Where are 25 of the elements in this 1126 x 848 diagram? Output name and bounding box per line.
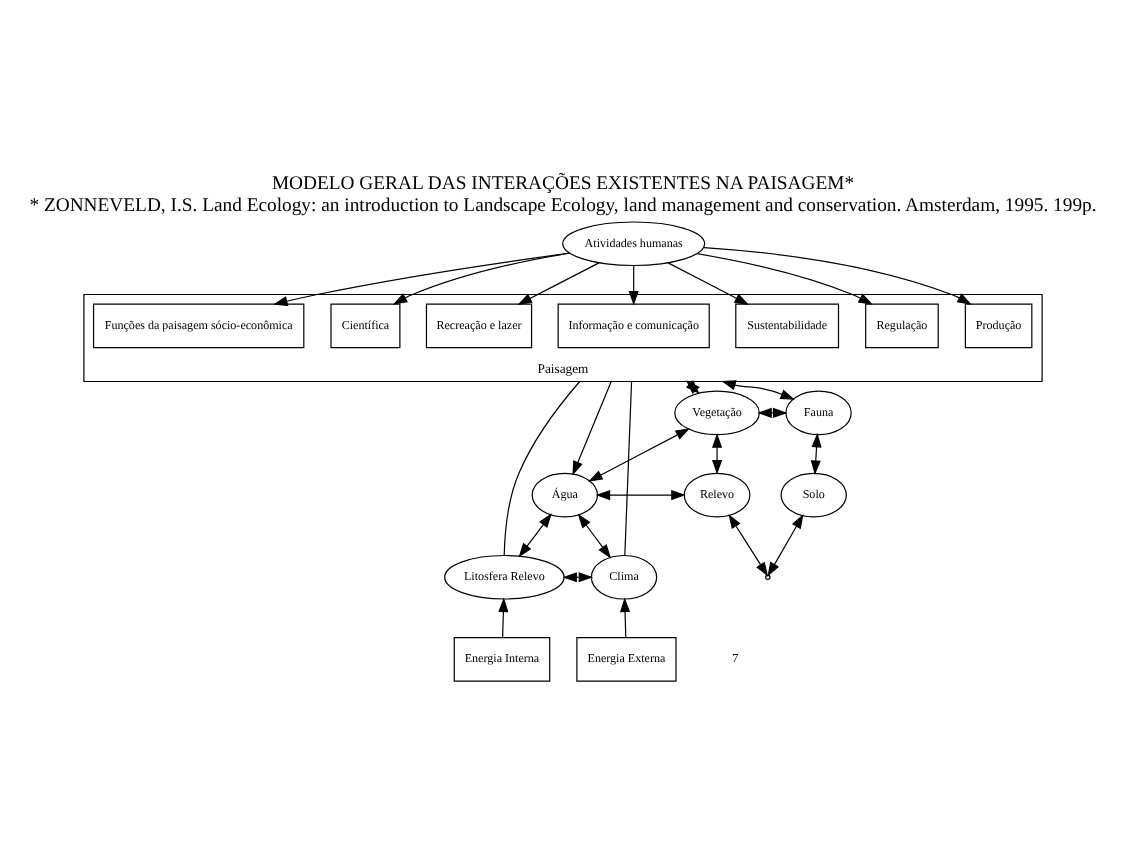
node-point [765, 573, 771, 580]
arrow [572, 379, 612, 475]
connector [624, 379, 633, 556]
arrow [628, 264, 639, 305]
arrow [498, 596, 509, 637]
arrow [518, 512, 552, 557]
arrow [757, 406, 788, 417]
arrow [517, 261, 600, 304]
arrow [595, 489, 686, 500]
arrow [711, 432, 723, 474]
diagram-title: MODELO GERAL DAS INTERAÇÕES EXISTENTES NA PAISAGEM* [271, 172, 855, 195]
arrow [696, 252, 873, 304]
arrow [619, 596, 631, 637]
arrow [810, 431, 822, 474]
arrow [392, 251, 571, 304]
arrow [721, 379, 795, 399]
arrow [588, 427, 691, 481]
arrow [577, 512, 612, 558]
arrow [273, 251, 570, 306]
arrow [728, 513, 769, 576]
arrow [667, 261, 750, 304]
arrow [767, 513, 804, 576]
arrow [703, 246, 972, 304]
caption: * ZONNEVELD, I.S. Land Ecology: an introduction to Landscape Ecology, land management and conservation. Amsterdam, 1995. 199p. [29, 193, 1097, 216]
connector [503, 379, 581, 555]
